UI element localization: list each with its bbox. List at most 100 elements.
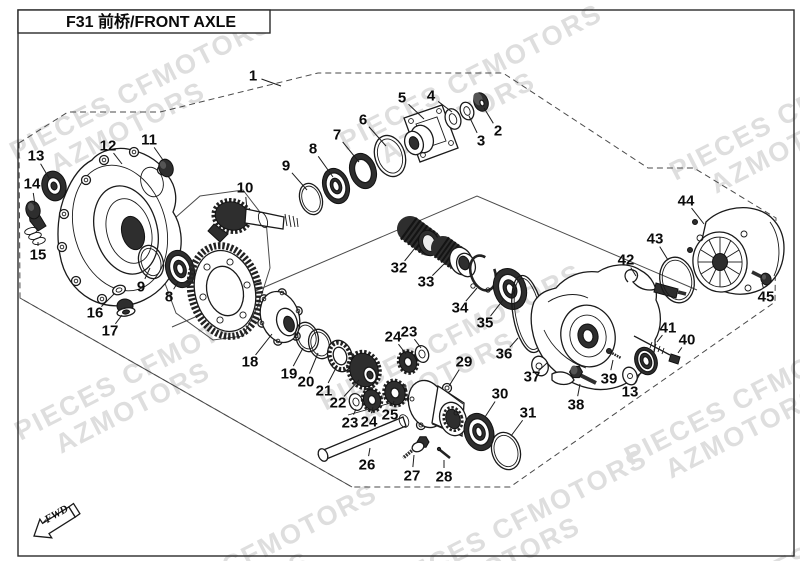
svg-text:PIECES CFMOTORS: PIECES CFMOTORS	[110, 478, 382, 561]
callout-leader-24	[398, 343, 407, 355]
callout-leader-8	[173, 281, 179, 290]
part-washer-16	[112, 284, 126, 296]
callout-1: 1	[249, 68, 257, 85]
callout-30: 30	[492, 386, 509, 403]
callout-leader-5	[408, 103, 425, 120]
callout-12: 12	[100, 138, 117, 155]
part-spline-ring-21	[326, 339, 354, 373]
part-oring-9-left	[137, 244, 165, 280]
part-bolt-45	[751, 270, 772, 286]
callout-leader-24	[370, 406, 374, 414]
callout-2: 2	[494, 123, 502, 140]
callout-leader-14	[32, 192, 36, 206]
callout-leader-1	[261, 78, 282, 87]
callout-38: 38	[568, 397, 585, 414]
callout-43: 43	[647, 231, 664, 248]
part-washer-23a	[414, 345, 430, 363]
callout-15: 15	[30, 247, 47, 264]
callout-leader-40	[677, 347, 683, 354]
callout-21: 21	[316, 383, 333, 400]
part-ring-7	[348, 152, 378, 190]
callout-18: 18	[242, 354, 259, 371]
callout-4: 4	[427, 88, 436, 105]
callout-leader-33	[432, 261, 447, 276]
callout-leader-39	[610, 359, 614, 371]
callout-leader-8	[317, 156, 334, 178]
callout-31: 31	[520, 405, 537, 422]
callout-leader-10	[245, 196, 248, 211]
callout-39: 39	[601, 371, 618, 388]
callout-10: 10	[237, 180, 254, 197]
callout-leader-12	[113, 152, 123, 165]
callout-leader-7	[342, 141, 360, 163]
part-pinion-gear-24b	[360, 387, 384, 413]
callout-leader-17	[115, 314, 123, 325]
svg-text:PIECES CFMOTORS: PIECES CFMOTORS	[705, 458, 800, 561]
part-washer-23b	[348, 393, 364, 411]
part-screw-39	[606, 348, 622, 360]
part-actuator-cover-44	[687, 207, 785, 295]
callout-11: 11	[141, 132, 157, 149]
fwd-direction-arrow: FWD	[33, 502, 81, 539]
callout-leader-22	[343, 379, 360, 397]
part-hub-29	[406, 379, 468, 437]
callout-leader-18	[255, 333, 273, 356]
title-box	[17, 9, 271, 34]
part-oring-43	[659, 256, 695, 304]
callout-40: 40	[679, 332, 696, 349]
part-pinion-gear	[207, 198, 299, 243]
callout-leader-27	[412, 454, 415, 468]
callout-leader-32	[404, 247, 416, 262]
callout-27: 27	[404, 468, 421, 485]
callout-44: 44	[678, 193, 695, 210]
callout-leader-4	[437, 101, 453, 113]
part-spider-gear-25	[382, 378, 408, 408]
part-washer-4	[444, 108, 462, 130]
callout-leader-35	[490, 299, 504, 317]
part-stud-41	[633, 335, 671, 356]
callout-14: 14	[24, 176, 41, 193]
callout-leader-25	[391, 400, 395, 407]
part-oring-9	[298, 182, 324, 216]
callout-24: 24	[361, 414, 378, 431]
part-sleeve-33	[431, 236, 477, 278]
callout-leader-3	[468, 115, 478, 134]
callout-33: 33	[418, 274, 435, 291]
callout-20: 20	[298, 374, 315, 391]
callout-leader-6	[368, 126, 387, 147]
callout-leader-19	[292, 347, 304, 367]
callout-25: 25	[382, 407, 399, 424]
callout-leader-23	[353, 408, 357, 415]
part-oring-31	[490, 431, 522, 471]
callout-19: 19	[281, 366, 298, 383]
callout-23: 23	[342, 415, 359, 432]
callout-6: 6	[359, 112, 367, 129]
callout-8: 8	[309, 141, 317, 158]
page-title: F31 前桥/FRONT AXLE	[66, 12, 236, 31]
part-pin-28	[436, 446, 451, 459]
part-spring-15	[24, 227, 46, 245]
callout-7: 7	[333, 127, 341, 144]
part-axle-housing-37	[530, 264, 662, 391]
callout-leader-36	[509, 337, 519, 348]
callout-32: 32	[391, 260, 408, 277]
part-ring-gear	[186, 242, 264, 340]
part-bolt-38	[568, 365, 597, 385]
part-nut-2	[473, 92, 489, 112]
callout-5: 5	[398, 90, 406, 107]
callout-leader-38	[577, 383, 581, 397]
callout-leader-9	[291, 172, 308, 191]
part-bolt-27	[401, 436, 430, 460]
part-ring-6	[373, 134, 407, 178]
part-bearing-8-left	[164, 249, 196, 289]
callout-22: 22	[330, 395, 347, 412]
part-plug-14	[25, 200, 47, 232]
callout-leader-2	[483, 107, 494, 124]
callout-leader-20	[308, 352, 319, 374]
